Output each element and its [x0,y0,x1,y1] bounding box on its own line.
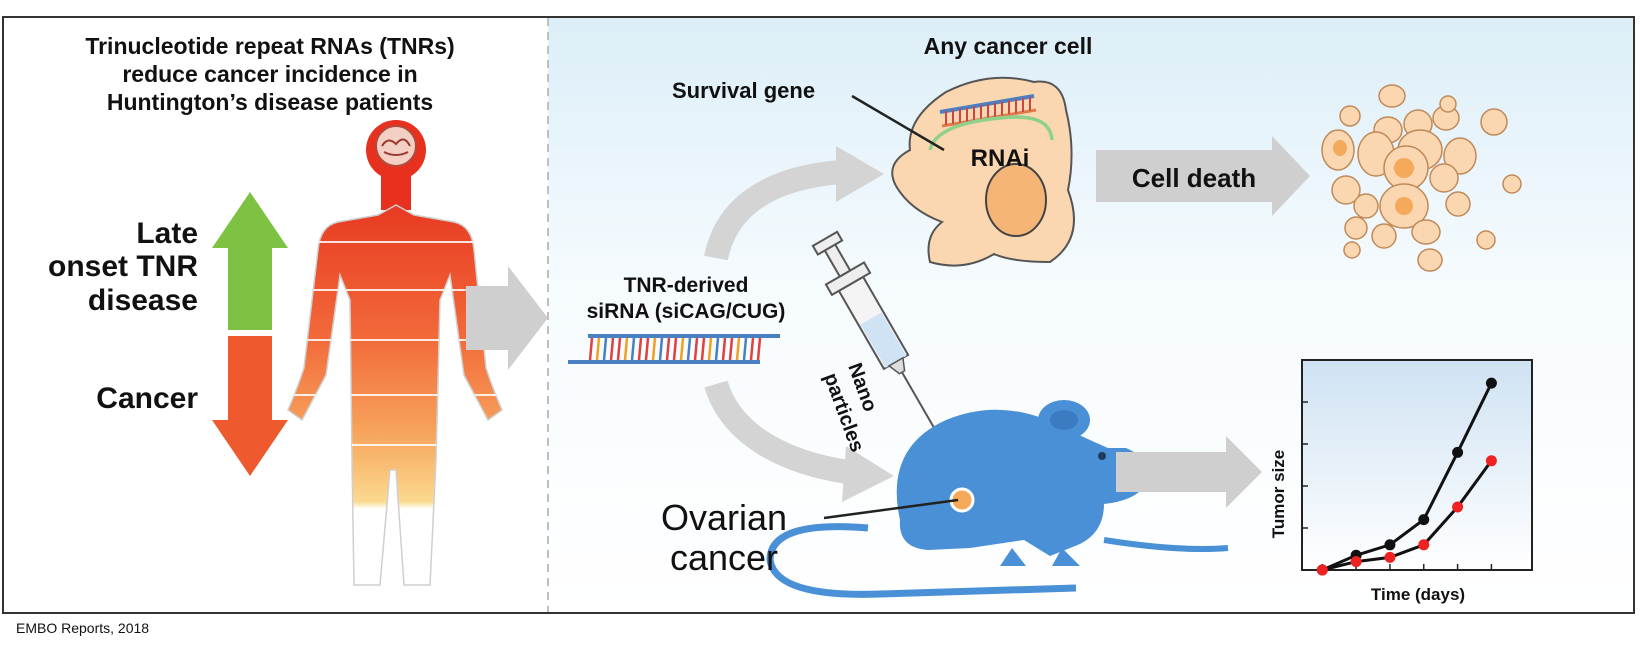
left-title-line-2: reduce cancer incidence in [122,61,417,87]
tumor-size-chart: Tumor size Time (days) [1269,359,1533,604]
chart-point-series-1 [1418,514,1430,526]
ovarian-pointer [823,498,959,520]
survival-gene-label: Survival gene [672,78,815,103]
cancer-cell-title: Any cancer cell [924,33,1093,59]
chart-point-series-2 [1418,539,1430,551]
sirna-label-line-2: siRNA (siCAG/CUG) [587,300,786,323]
chart-point-series-2 [1350,556,1362,568]
cell-nucleus [985,163,1047,237]
chart-plot-area [1301,359,1533,571]
left-title-line-1: Trinucleotide repeat RNAs (TNRs) [85,33,454,59]
figure-frame [2,16,1635,614]
dying-cells-cluster [1321,84,1522,272]
chart-point-series-2 [1452,501,1464,513]
syringe-icon [811,230,941,439]
sirna-duplex-icon [568,334,780,364]
chart-y-axis-label: Tumor size [1269,450,1288,538]
survival-gene-icon [928,94,1054,151]
chart-series-line-2 [1321,459,1493,572]
late-onset-label-line-1: Late [136,217,198,250]
panel-transition-arrow [466,266,548,370]
chart-point-series-2 [1316,564,1328,576]
survival-gene-pointer [851,94,945,152]
rnai-label: RNAi [971,145,1030,172]
late-onset-label-line-3: disease [88,284,198,317]
chart-point-series-2 [1485,455,1497,467]
chart-point-series-1 [1384,539,1396,551]
ovarian-cancer-label-line-2: cancer [670,537,778,578]
arrow-to-chart [1116,436,1262,508]
late-onset-label-line-2: onset TNR [48,250,198,283]
chart-series-line-1 [1321,382,1493,572]
arrow-to-cancer-cell [704,160,842,261]
chart-point-series-1 [1452,446,1464,458]
cell-death-arrow [1096,136,1310,216]
sirna-label-line-1: TNR-derived [624,274,749,297]
mouse-icon [766,400,1229,598]
chart-point-series-1 [1485,377,1497,389]
arrow-to-mouse [704,380,850,484]
chart-x-axis-label: Time (days) [1371,585,1465,604]
cell-death-label: Cell death [1132,163,1256,193]
chart-point-series-2 [1384,551,1396,563]
credit-text: EMBO Reports, 2018 [16,620,150,636]
human-figure [287,120,503,586]
cancer-arrow-down [212,336,288,476]
ovarian-cancer-label-line-1: Ovarian [661,497,787,538]
brain-icon [375,125,417,167]
left-title-line-3: Huntington’s disease patients [107,89,433,115]
cancer-label: Cancer [96,382,198,415]
late-onset-arrow-up [212,192,288,330]
